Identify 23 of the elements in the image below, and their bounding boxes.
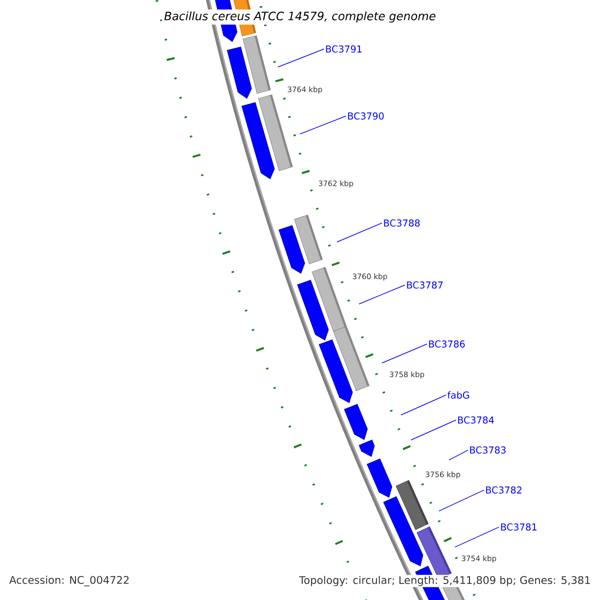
gene-label: BC3787 [407,281,443,289]
leader-line [410,420,456,440]
title: Bacillus cereus ATCC 14579, complete genome [162,9,438,25]
leader-line [448,450,468,460]
gene-label: BC3790 [348,112,384,120]
accession-text: Accession: NC_004722 [8,574,131,588]
gene-label: BC3782 [486,486,522,494]
leader-line [454,526,500,548]
leader-line [400,394,446,416]
gene-label: fabG [447,391,469,399]
gene-label: BC3788 [384,219,420,227]
genome-info-text: Topology: circular; Length: 5,411,809 bp; Genes: 5,381 [298,574,592,588]
leader-line [278,48,324,68]
leader-line [438,490,484,512]
gene-label: BC3781 [501,523,536,531]
gene-label: BC3784 [458,416,494,424]
leader-line [336,222,382,242]
leader-line [382,344,428,364]
gene-label: BC3786 [429,340,465,348]
leader-line [358,284,406,304]
leader-line [300,116,346,134]
gene-label: BC3791 [326,45,362,53]
gene-label: BC3783 [470,446,506,454]
